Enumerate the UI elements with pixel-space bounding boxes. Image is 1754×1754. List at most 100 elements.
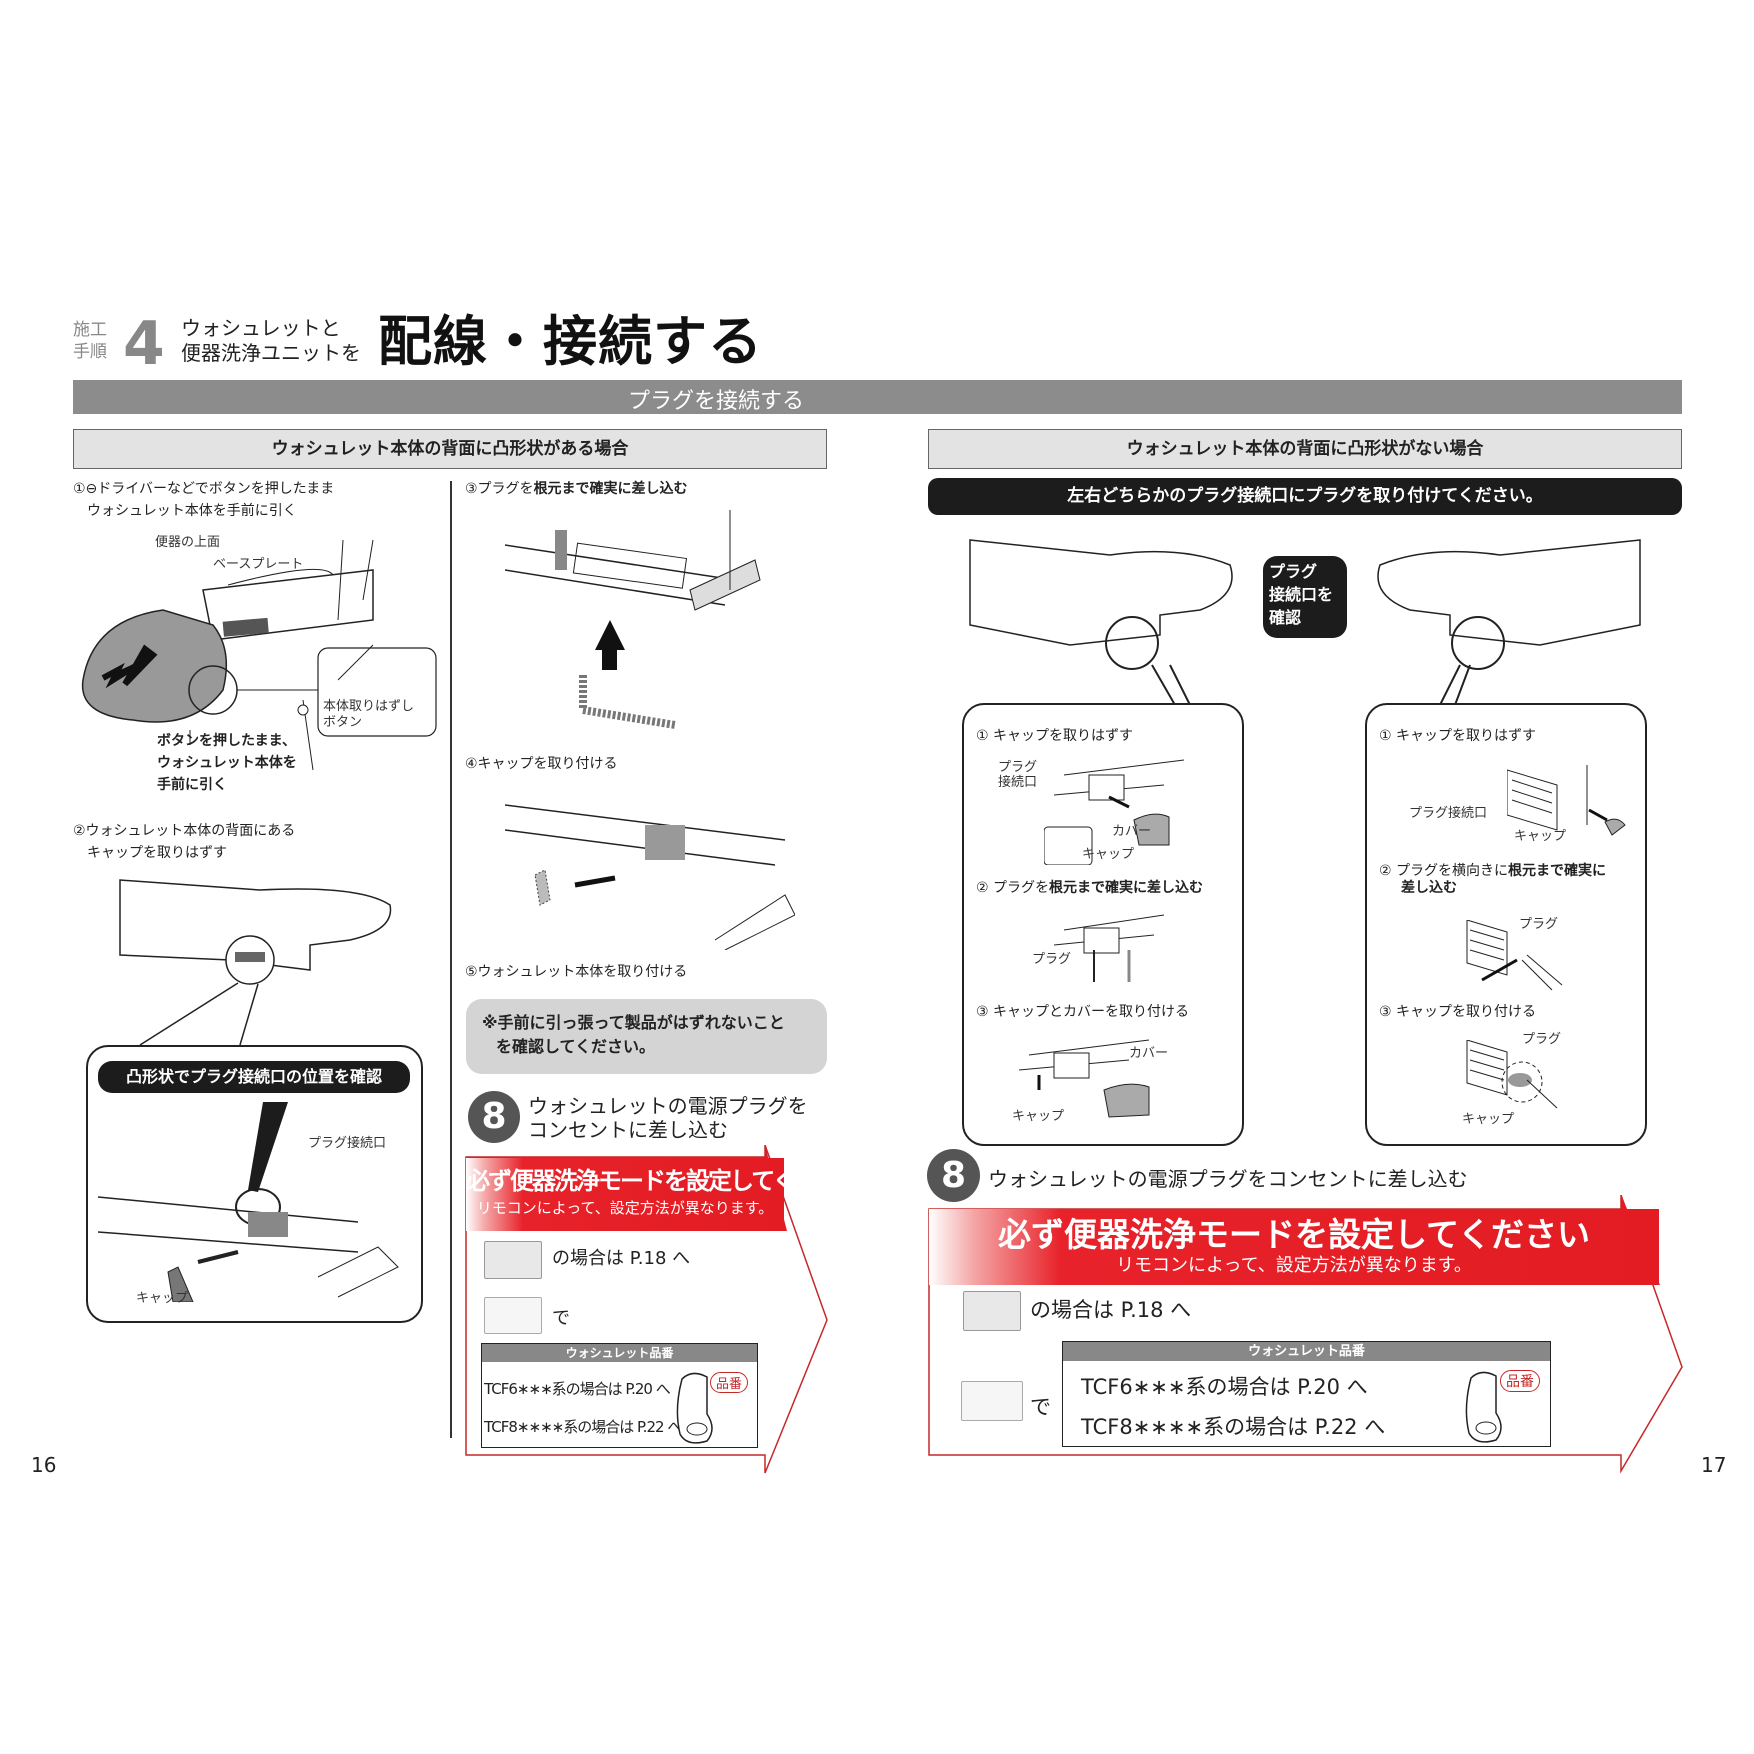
step8-text-right: ウォシュレットの電源プラグをコンセントに差し込む <box>988 1167 1468 1191</box>
box2-cap-removal-illustration <box>1507 765 1626 836</box>
instruction-line3: 手前に引く <box>157 777 227 793</box>
instruction-bold: ボタンを押したまま、 ウォシュレット本体を 手前に引く <box>157 730 297 796</box>
subtitle: ウォシュレットと 便器洗浄ユニットを <box>181 316 361 366</box>
box1-step2: ② プラグを根元まで確実に差し込む <box>976 880 1204 896</box>
box1-label-cap2: キャップ <box>1012 1109 1065 1124</box>
box2-label-cap: キャップ <box>1514 829 1567 844</box>
box1-plug-insert-illustration <box>1054 914 1165 982</box>
box2-cap-attach-illustration <box>1466 1040 1558 1109</box>
step8-line1: ウォシュレットの電源プラグを <box>528 1094 808 1118</box>
plug-port-illustration <box>98 1102 399 1302</box>
step3-text: ③プラグを根元まで確実に差し込む <box>465 481 688 497</box>
step8-text: ウォシュレットの電源プラグを コンセントに差し込む <box>528 1094 808 1142</box>
right-instruction-bar: 左右どちらかのプラグ接続口にプラグを取り付けてください。 <box>928 478 1682 515</box>
callout-title: 凸形状でプラグ接続口の位置を確認 <box>98 1061 410 1093</box>
box1-label-cover2: カバー <box>1129 1046 1169 1061</box>
banner-title-right: 必ず便器洗浄モードを設定してください <box>997 1215 1591 1254</box>
table-row-2-right: TCF8∗∗∗∗系の場合は P.22 へ <box>1081 1415 1386 1439</box>
svg-text:ボタン: ボタン <box>323 715 362 730</box>
label-base-plate: ベースプレート <box>213 557 304 572</box>
note-line2: を確認してください。 <box>496 1037 656 1056</box>
page-number-left: 16 <box>31 1453 57 1477</box>
box2-label-port: プラグ接続口 <box>1409 806 1488 821</box>
box1-label-cover: カバー <box>1112 824 1152 839</box>
left-mode-banner: 必ず便器洗浄モードを設定してください リモコンによって、設定方法が異なります。 <box>466 1158 863 1231</box>
step1-line1: ①⊖ドライバーなどでボタンを押したまま <box>73 481 335 497</box>
banner-title: 必ず便器洗浄モードを設定してください <box>466 1167 863 1195</box>
right-section-header: ウォシュレット本体の背面に凸形状がない場合 <box>928 429 1682 469</box>
seat-removal-illustration: 本体取りはずし ボタン <box>81 539 437 771</box>
step8-badge: 8 <box>468 1091 520 1143</box>
part-number-label-right: 品番 <box>1500 1370 1540 1392</box>
table-header: ウォシュレット品番 <box>482 1344 757 1362</box>
step4-text: ④キャップを取り付ける <box>465 756 618 772</box>
step8-line2: コンセントに差し込む <box>528 1118 728 1142</box>
step1-text: ①⊖ドライバーなどでボタンを押したまま ウォシュレット本体を手前に引く <box>73 478 334 522</box>
box1-step3: ③ キャップとカバーを取り付ける <box>976 1004 1190 1020</box>
step2-line2: キャップを取りはずす <box>87 845 227 861</box>
box2-label-plug2: プラグ <box>1522 1032 1562 1047</box>
banner-subtitle: リモコンによって、設定方法が異なります。 <box>476 1199 774 1217</box>
remote1-text-right: の場合は P.18 へ <box>1030 1298 1192 1322</box>
step-number: 4 <box>123 309 165 379</box>
release-button-label: 本体取りはずし <box>323 699 414 714</box>
label-plug-port: プラグ接続口 <box>308 1136 387 1151</box>
step1-line2: ウォシュレット本体を手前に引く <box>87 503 297 519</box>
part-number-label: 品番 <box>710 1372 749 1393</box>
instruction-line1: ボタンを押したまま、 <box>157 733 297 749</box>
step-label-line2: 手順 <box>73 342 107 362</box>
subtitle-line1: ウォシュレットと <box>181 316 341 340</box>
remote2-text: で <box>552 1308 570 1329</box>
box1-label-plug: プラグ <box>1032 952 1072 967</box>
page-title: 配線・接続する <box>378 310 763 373</box>
cap-attach-illustration <box>505 804 795 950</box>
step2-line1: ②ウォシュレット本体の背面にある <box>73 823 296 839</box>
check-port-badge: プラグ 接続口を 確認 <box>1263 556 1347 638</box>
right-model-table: ウォシュレット品番 TCF6∗∗∗系の場合は P.20 へ TCF8∗∗∗∗系の… <box>1062 1341 1551 1447</box>
label-toilet-top: 便器の上面 <box>155 535 221 550</box>
box2-step2: ② プラグを横向きに根元まで確実に 差し込む <box>1379 863 1607 896</box>
step-label-line1: 施工 <box>73 320 107 340</box>
step5-text: ⑤ウォシュレット本体を取り付ける <box>465 964 688 980</box>
box1-label-port: プラグ接続口 <box>998 760 1038 790</box>
plug-port-callout: 凸形状でプラグ接続口の位置を確認 プラグ接続口 キャップ <box>86 1045 423 1323</box>
seat-part-number-icon-right <box>1465 1371 1502 1443</box>
box1-cap-cover-attach-illustration <box>1019 1039 1150 1118</box>
remote-type-2-icon-right <box>961 1381 1023 1421</box>
remote-type-1-icon-right <box>963 1291 1021 1331</box>
column-divider <box>450 481 452 1438</box>
box1-step1: ① キャップを取りはずす <box>976 728 1134 744</box>
step8-badge-right: 8 <box>927 1149 980 1202</box>
table-row-1: TCF6∗∗∗系の場合は P.20 へ <box>484 1380 671 1398</box>
seat-back-both-sides-illustration <box>969 539 1641 705</box>
box2-label-plug: プラグ <box>1519 917 1559 932</box>
right-mode-banner: 必ず便器洗浄モードを設定してください リモコンによって、設定方法が異なります。 <box>929 1209 1659 1285</box>
box2-step3: ③ キャップを取り付ける <box>1379 1004 1537 1020</box>
table-header-right: ウォシュレット品番 <box>1063 1342 1550 1361</box>
section-title: プラグを接続する <box>628 389 805 414</box>
box2-label-cap2: キャップ <box>1462 1112 1515 1127</box>
remote1-text: の場合は P.18 へ <box>552 1248 691 1269</box>
seat-back-illustration <box>119 879 392 1046</box>
box2-step1: ① キャップを取りはずす <box>1379 728 1537 744</box>
badge-line3: 確認 <box>1269 608 1302 627</box>
page-number-right: 17 <box>1701 1453 1727 1477</box>
table-row-2: TCF8∗∗∗∗系の場合は P.22 へ <box>484 1418 682 1436</box>
right-side-callout: ① キャップを取りはずす プラグ接続口 キャップ ② プラグを横向きに根元まで確… <box>1365 703 1647 1146</box>
plug-insert-illustration <box>505 510 761 729</box>
subtitle-line2: 便器洗浄ユニットを <box>181 341 361 365</box>
table-row-1-right: TCF6∗∗∗系の場合は P.20 へ <box>1081 1375 1368 1399</box>
step2-text: ②ウォシュレット本体の背面にある キャップを取りはずす <box>73 820 295 864</box>
left-side-callout: ① キャップを取りはずす プラグ接続口 カバー キャップ ② プラグを根元まで確… <box>962 703 1244 1146</box>
badge-line1: プラグ <box>1269 562 1318 581</box>
section-bar: プラグを接続する <box>73 380 1682 414</box>
box1-label-cap: キャップ <box>1082 847 1135 862</box>
left-section-header: ウォシュレット本体の背面に凸形状がある場合 <box>73 429 827 469</box>
instruction-line2: ウォシュレット本体を <box>157 755 297 771</box>
remote-type-1-icon <box>484 1241 542 1279</box>
banner-subtitle-right: リモコンによって、設定方法が異なります。 <box>1116 1255 1472 1276</box>
remote-type-2-icon <box>484 1297 542 1334</box>
seat-part-number-icon <box>676 1372 713 1444</box>
step-label: 施工 手順 <box>73 319 107 363</box>
box2-plug-insert-illustration <box>1466 920 1563 991</box>
